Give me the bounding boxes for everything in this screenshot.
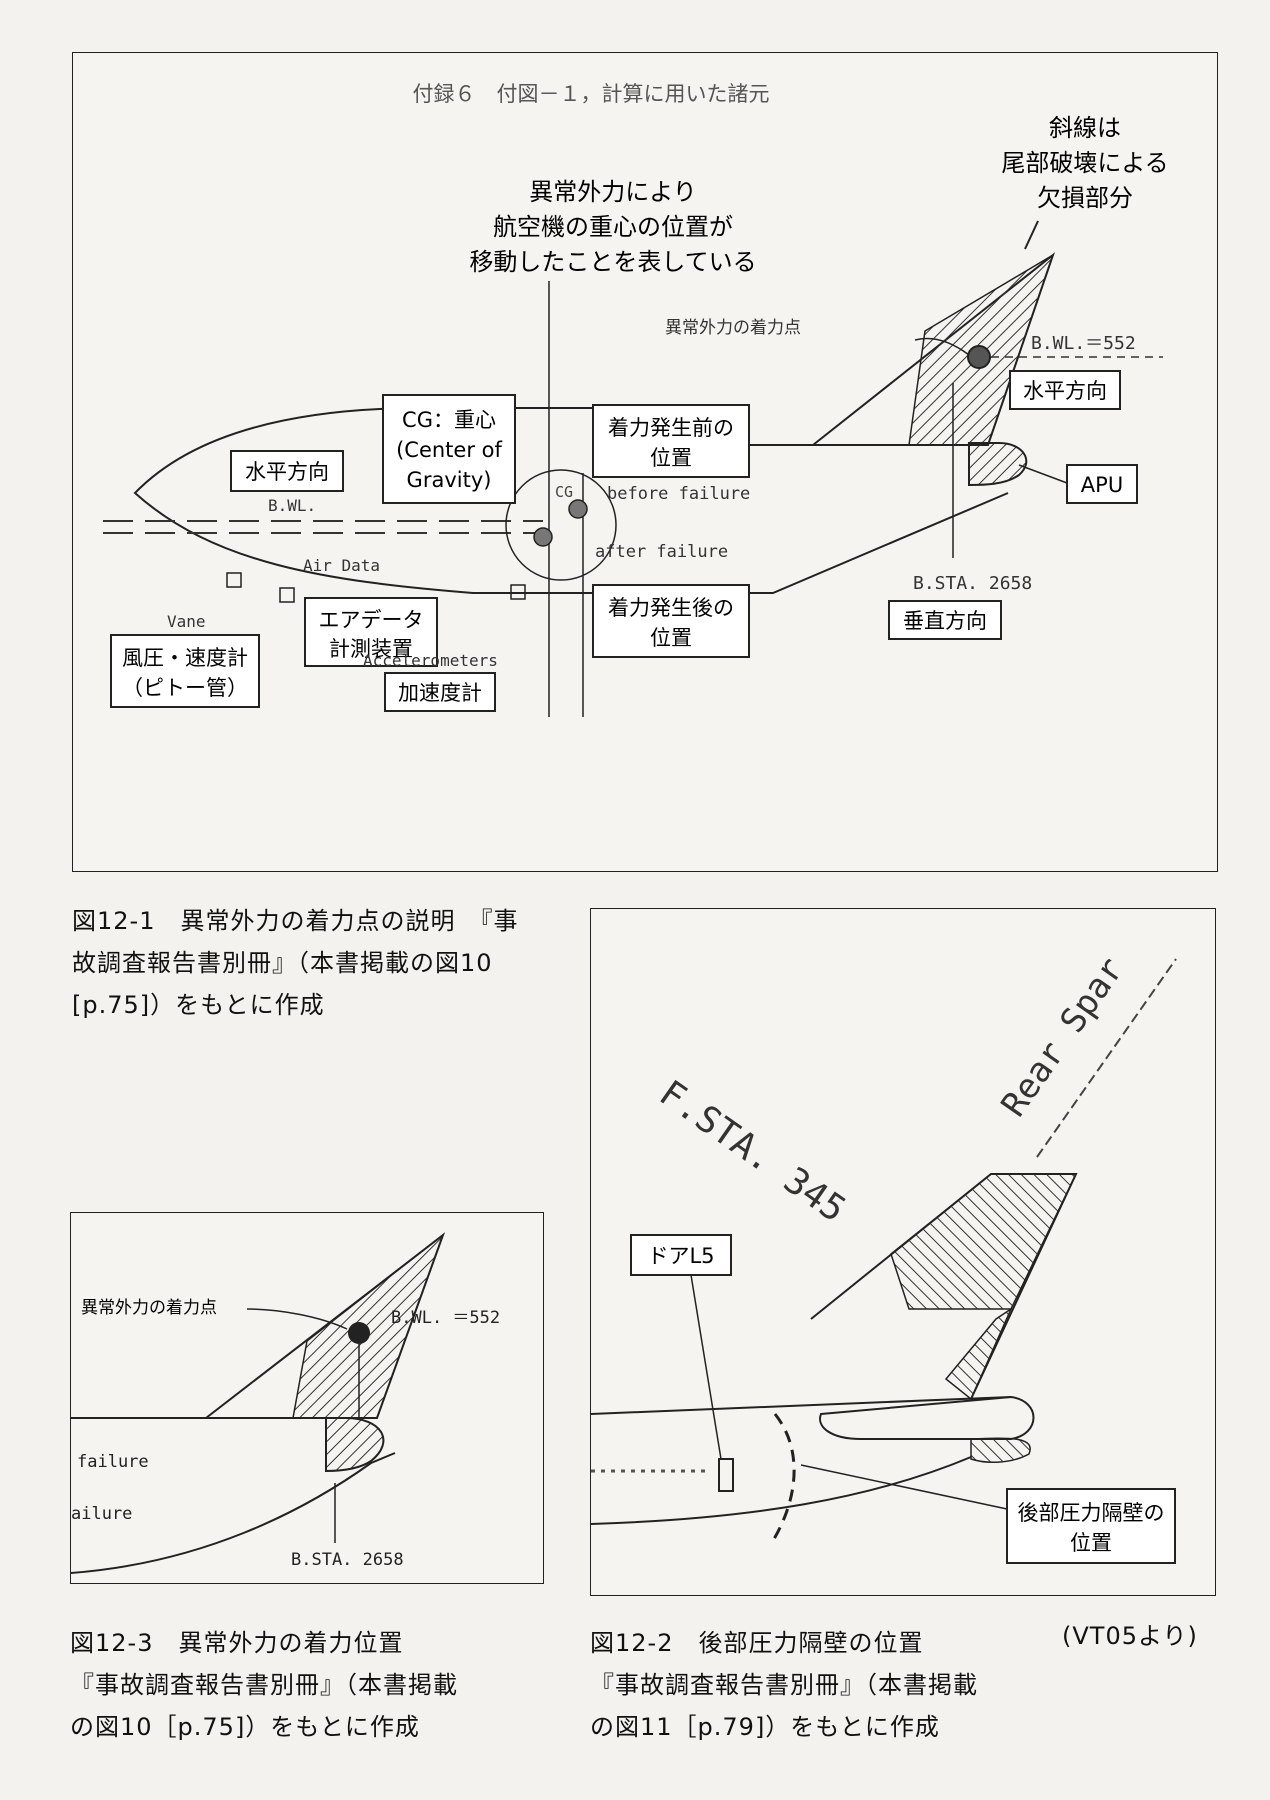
apu-tailcone xyxy=(968,442,1028,487)
fuselage-outline xyxy=(133,407,1009,594)
cg-circle xyxy=(505,469,617,581)
svg-text:着力発生後の: 着力発生後の xyxy=(608,596,734,620)
air-data-sensor xyxy=(279,587,295,603)
figure-12-1: 付録６ 付図－１，計算に用いた諸元 異常外力により 航空機の重心の位置が 移動し… xyxy=(72,52,1218,872)
caption-fig-12-3: 図12-3 異常外力の着力位置 『事故調査報告書別冊』（本書掲載 の図10［p.… xyxy=(70,1629,458,1741)
before-position-box: 着力発生前の 位置 xyxy=(592,404,750,478)
svg-text:計測装置: 計測装置 xyxy=(329,637,413,661)
tail-hatched-area xyxy=(890,1173,1078,1310)
figure-12-3-drawing: 異常外力の着力点 B.WL. ＝552 failure ailure B.STA… xyxy=(70,1232,500,1574)
impact-point-dot xyxy=(348,1322,370,1344)
failure-label-1: failure xyxy=(77,1452,149,1472)
svg-text:水平方向: 水平方向 xyxy=(245,460,329,484)
horizontal-direction-box-right: 水平方向 xyxy=(1009,370,1121,410)
pressure-bulkhead-arc xyxy=(769,1413,796,1545)
svg-text:Gravity): Gravity) xyxy=(407,468,492,492)
cg-before-dot xyxy=(568,499,588,519)
svg-text:位置: 位置 xyxy=(1070,1531,1112,1555)
svg-text:位置: 位置 xyxy=(650,626,692,650)
bwl-552-label: B.WL. ＝552 xyxy=(391,1308,500,1328)
note-hatch-line2: 尾部破壊による xyxy=(1001,149,1168,177)
svg-text:後部圧力隔壁の: 後部圧力隔壁の xyxy=(1018,1501,1165,1525)
bsta-2658-label: B.STA. 2658 xyxy=(913,573,1032,594)
note-shift-line1: 異常外力により xyxy=(529,178,697,206)
svg-text:着力発生前の: 着力発生前の xyxy=(608,416,734,440)
svg-text:（ピトー管）: （ピトー管） xyxy=(122,676,248,700)
door-l5-outline xyxy=(718,1458,734,1492)
vertical-direction-box: 垂直方向 xyxy=(888,600,1002,640)
note-shift-line2: 航空機の重心の位置が xyxy=(493,213,733,241)
apu-box: APU xyxy=(1018,464,1138,504)
svg-text:エアデータ: エアデータ xyxy=(319,608,424,632)
bwl-label: B.WL. xyxy=(268,496,316,515)
fuselage-bottom xyxy=(590,1456,972,1525)
cg-label: CG xyxy=(555,483,573,501)
rear-spar-label: Rear Spar xyxy=(994,950,1132,1124)
svg-text:加速度計: 加速度計 xyxy=(398,681,482,705)
horizontal-direction-box-left: 水平方向 xyxy=(230,450,344,492)
after-failure-label: after failure xyxy=(595,542,728,562)
fsta-345-label: F.STA. 345 xyxy=(652,1073,853,1231)
cg-box: CG：重心 (Center of Gravity) xyxy=(382,394,516,504)
svg-text:ドアL5: ドアL5 xyxy=(647,1244,714,1268)
fuselage-top xyxy=(590,1396,1012,1415)
svg-text:風圧・速度計: 風圧・速度計 xyxy=(122,646,248,670)
door-l5-box: ドアL5 xyxy=(630,1234,732,1460)
bwl-552-label: B.WL.＝552 xyxy=(1031,333,1136,354)
accelerometer-sensor xyxy=(510,584,526,600)
impact-point-dot xyxy=(967,345,991,369)
svg-text:位置: 位置 xyxy=(650,446,692,470)
impact-point-label: 異常外力の着力点 xyxy=(81,1298,217,1318)
impact-arrow xyxy=(914,337,970,356)
svg-text:水平方向: 水平方向 xyxy=(1023,379,1107,403)
svg-text:垂直方向: 垂直方向 xyxy=(903,609,987,633)
accelerometer-box: 加速度計 xyxy=(384,672,496,712)
note-hatch-line3: 欠損部分 xyxy=(1037,184,1133,212)
figure-12-2: F.STA. 345 Rear Spar ドアL5 後部圧力隔壁の 位置 xyxy=(590,908,1216,1596)
caption-fig-12-1: 図12-1 異常外力の着力点の説明 『事 故調査報告書別冊』（本書掲載の図10 … xyxy=(72,907,519,1019)
before-failure-label: before failure xyxy=(607,484,750,504)
impact-arrow xyxy=(246,1308,348,1330)
cg-after-dot xyxy=(533,527,553,547)
apu-tailcone xyxy=(325,1417,385,1473)
svg-text:(Center of: (Center of xyxy=(396,438,502,462)
tailcone-hatch xyxy=(970,1437,1031,1464)
appendix-header: 付録６ 付図－１，計算に用いた諸元 xyxy=(413,82,770,106)
vane-sensor xyxy=(226,572,242,588)
vane-label: Vane xyxy=(167,612,206,631)
note-hatch-pointer xyxy=(1024,220,1039,250)
failure-label-2: ailure xyxy=(71,1504,132,1524)
missing-tail-hatched-area xyxy=(292,1232,445,1419)
figure-12-1-drawing: 付録６ 付図－１，計算に用いた諸元 異常外力により 航空機の重心の位置が 移動し… xyxy=(103,82,1169,717)
impact-point-label: 異常外力の着力点 xyxy=(665,318,801,338)
note-shift-line3: 移動したことを表している xyxy=(469,248,756,276)
accelerometers-label: Accelerometers xyxy=(363,651,498,670)
air-data-label: Air Data xyxy=(303,556,380,575)
svg-text:APU: APU xyxy=(1081,473,1123,497)
air-data-box: エアデータ 計測装置 xyxy=(304,597,438,667)
vane-box: 風圧・速度計 （ピトー管） xyxy=(110,634,260,708)
figure-12-3: 異常外力の着力点 B.WL. ＝552 failure ailure B.STA… xyxy=(70,1212,544,1584)
vt05-source-note: (VT05より) xyxy=(1062,1622,1198,1650)
after-position-box: 着力発生後の 位置 xyxy=(592,584,750,658)
pressure-bulkhead-box: 後部圧力隔壁の 位置 xyxy=(800,1464,1176,1564)
svg-text:CG：重心: CG：重心 xyxy=(402,408,496,432)
figure-12-2-drawing: F.STA. 345 Rear Spar ドアL5 後部圧力隔壁の 位置 xyxy=(590,950,1177,1564)
fuselage-bottom xyxy=(70,1452,396,1574)
caption-fig-12-2: 図12-2 後部圧力隔壁の位置 『事故調査報告書別冊』（本書掲載 の図11［p.… xyxy=(590,1629,978,1741)
note-hatch-line1: 斜線は xyxy=(1049,114,1121,142)
rear-spar-line xyxy=(1036,958,1177,1158)
bsta-2658-label: B.STA. 2658 xyxy=(291,1550,404,1570)
